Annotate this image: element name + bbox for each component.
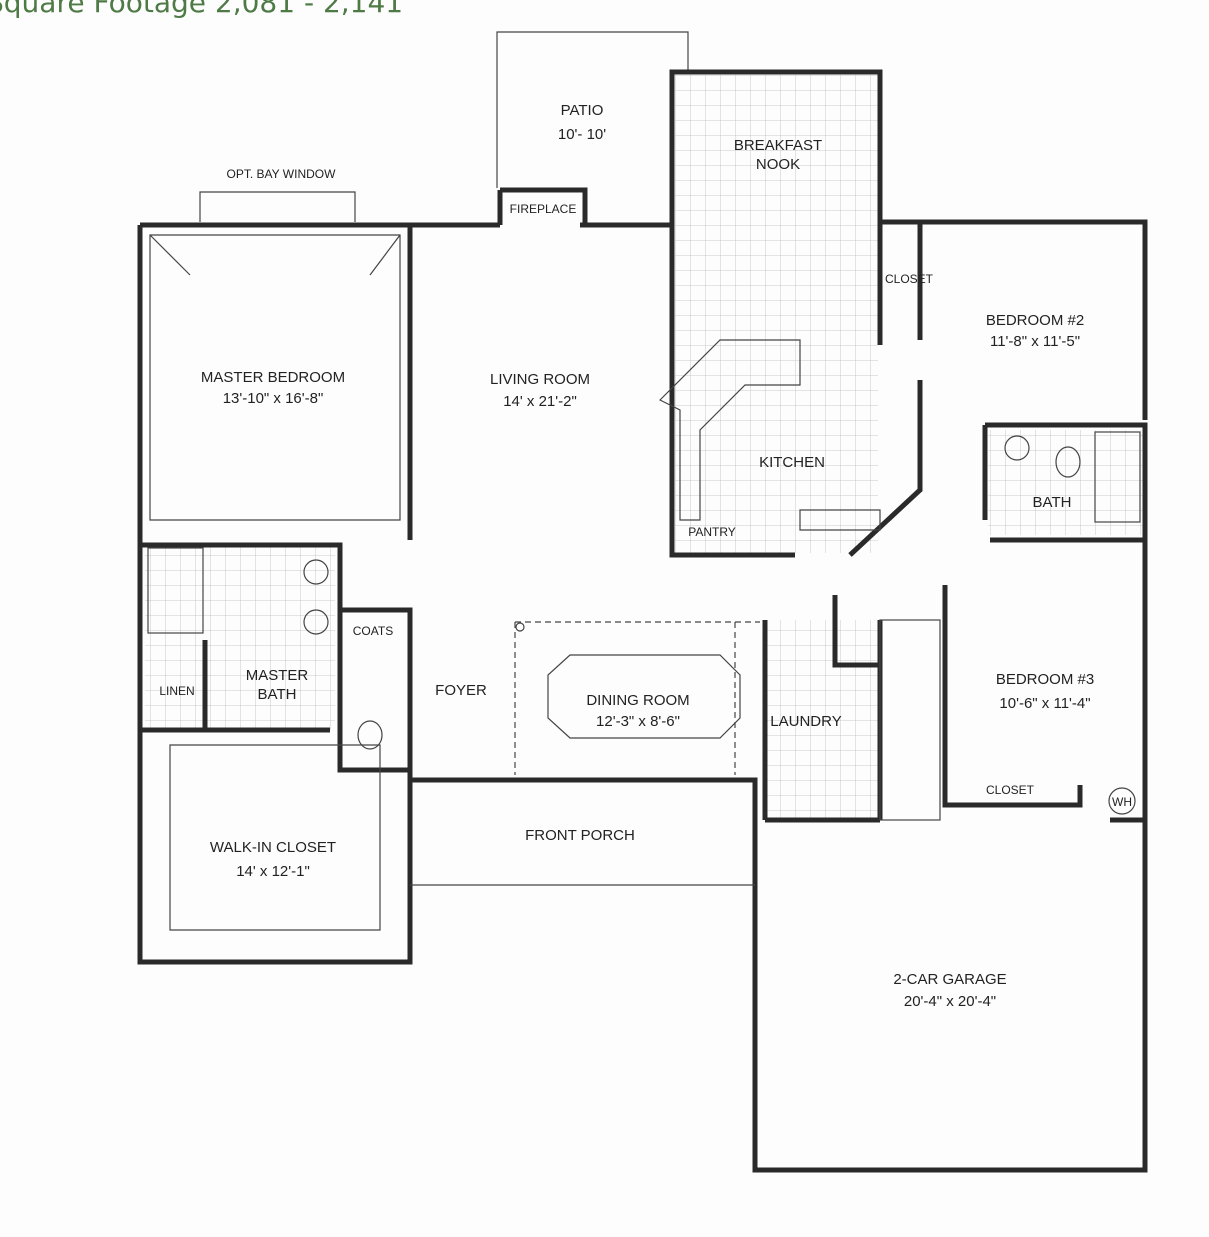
coats-label: COATS [353, 624, 393, 638]
bedroom-3-label: BEDROOM #3 [996, 671, 1094, 688]
kitchen-counter [658, 339, 801, 521]
shower-icon [147, 547, 204, 634]
bath-label: BATH [1033, 494, 1072, 511]
patio-size: 10'- 10' [558, 126, 606, 143]
walls [137, 69, 1148, 1173]
sink-icon [303, 609, 329, 635]
square-footage-title: Square Footage 2,081 - 2,141 [0, 0, 404, 19]
bay-window [199, 191, 356, 222]
living-room-size: 14' x 21'-2" [503, 393, 577, 410]
closet-3-label: CLOSET [986, 783, 1035, 797]
bath-tile [988, 430, 1143, 535]
dining-room-size: 12'-3" x 8'-6" [596, 713, 680, 730]
dining-table [547, 654, 741, 739]
bathtub-icon [1094, 431, 1141, 523]
pantry-label: PANTRY [688, 525, 736, 539]
bedroom-2-label: BEDROOM #2 [986, 312, 1084, 329]
master-bath-label-2: BATH [258, 686, 297, 703]
dining-room-label: DINING ROOM [586, 692, 689, 709]
bedroom-2-size: 11'-8" x 11'-5" [990, 333, 1080, 350]
garage-size: 20'-4" x 20'-4" [904, 993, 996, 1010]
toilet-icon [1055, 446, 1081, 478]
garage-label: 2-CAR GARAGE [893, 971, 1006, 988]
laundry-tile [765, 620, 880, 820]
dining-outline [514, 621, 760, 775]
column [515, 622, 525, 632]
breakfast-nook-label-2: NOOK [756, 156, 800, 173]
water-heater-icon [1108, 787, 1136, 815]
master-bedroom-size: 13'-10" x 16'-8" [223, 390, 324, 407]
patio-label: PATIO [561, 102, 604, 119]
master-bath-label: MASTER [246, 667, 309, 684]
range [799, 509, 881, 531]
walkin-shelves [169, 744, 381, 931]
breakfast-nook-label: BREAKFAST [734, 137, 822, 154]
living-room-label: LIVING ROOM [490, 371, 590, 388]
walk-in-closet-size: 14' x 12'-1" [236, 863, 310, 880]
closet-label: CLOSET [885, 272, 934, 286]
toilet-icon [357, 720, 383, 750]
sink-icon [1004, 435, 1030, 461]
bedroom-3-size: 10'-6" x 11'-4" [999, 695, 1090, 712]
water-heater-label: WH [1112, 795, 1132, 809]
front-porch-label: FRONT PORCH [525, 827, 635, 844]
bay-window-label: OPT. BAY WINDOW [227, 167, 337, 181]
kitchen-tile [675, 75, 878, 553]
master-ceiling [149, 234, 401, 521]
kitchen-label: KITCHEN [759, 454, 825, 471]
master-bath-tile [145, 545, 335, 730]
patio-outline [496, 31, 689, 188]
walk-in-closet-label: WALK-IN CLOSET [210, 839, 336, 856]
foyer-label: FOYER [435, 682, 487, 699]
laundry-label: LAUNDRY [770, 713, 841, 730]
linen-label: LINEN [159, 684, 194, 698]
sink-icon [303, 559, 329, 585]
fireplace-label: FIREPLACE [510, 202, 577, 216]
stairs [879, 619, 941, 821]
master-bedroom-label: MASTER BEDROOM [201, 369, 345, 386]
